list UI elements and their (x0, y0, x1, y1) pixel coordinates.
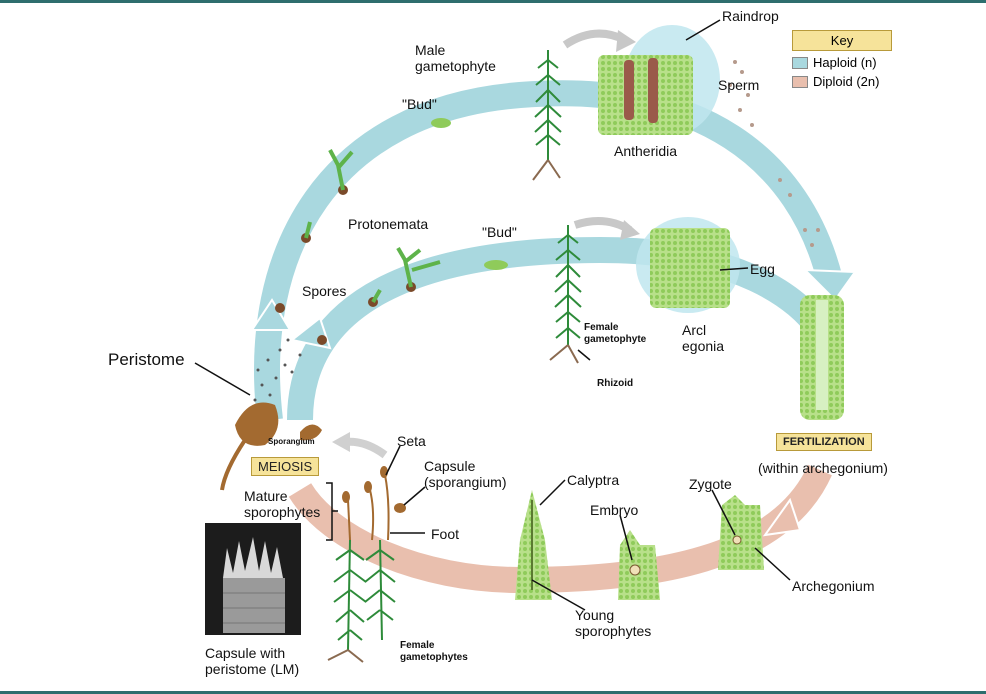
label-female-gametophyte: Female gametophyte (584, 322, 647, 345)
label-embryo: Embryo (590, 502, 639, 518)
sperm-particles (728, 60, 820, 247)
label-archegonium: Archegonium (792, 578, 875, 594)
mature-sporophytes (342, 466, 406, 541)
female-gametophyte-plant (549, 225, 582, 364)
sporangium-capsule (300, 424, 322, 441)
label-within-archegonium: (within archegonium) (758, 460, 888, 476)
label-young-sporophytes: Young sporophytes (575, 607, 652, 639)
grey-arrow-low-head (332, 432, 350, 452)
label-male-gametophyte: Male gametophyte (415, 42, 496, 74)
diploid-swatch (792, 75, 808, 88)
label-seta: Seta (397, 433, 426, 449)
label-protonemata: Protonemata (348, 216, 429, 232)
label-capsule-with-peristome: Capsule with peristome (LM) (205, 645, 300, 677)
key-legend: Key Haploid (n) Diploid (2n) (792, 30, 892, 89)
spore-cloud (253, 338, 302, 412)
label-bud-top: "Bud" (402, 96, 437, 112)
embryo-archegonium (618, 530, 660, 600)
label-raindrop: Raindrop (722, 8, 779, 24)
label-meiosis: MEIOSIS (251, 457, 320, 476)
label-antheridia: Antheridia (614, 143, 678, 159)
label-peristome: Peristome (108, 350, 185, 369)
key-diploid-label: Diploid (2n) (813, 74, 880, 89)
leader-lines (194, 19, 791, 611)
antheridia-cluster (598, 55, 693, 135)
archegonia-cluster (650, 228, 730, 308)
grey-arrow-mid (573, 217, 633, 234)
label-rhizoid: Rhizoid (597, 378, 634, 389)
grey-arrow-low (344, 437, 388, 459)
label-sperm: Sperm (718, 77, 760, 93)
female-gametophytes-plants (327, 539, 396, 663)
male-gametophyte-plant (532, 50, 562, 181)
outer-haploid-arrow (254, 80, 843, 422)
bottom-border (0, 691, 986, 694)
haploid-swatch (792, 56, 808, 69)
spore-arrowhead-left (250, 298, 292, 331)
label-egg: Egg (750, 261, 775, 277)
grey-arrow-mid-head (620, 220, 640, 240)
calyptra-archegonium (515, 490, 552, 600)
top-border (0, 0, 986, 3)
label-sporangium: Sporangium (268, 437, 315, 446)
label-spores: Spores (302, 283, 347, 299)
label-female-gametophytes: Female gametophytes (400, 640, 468, 663)
key-title: Key (792, 30, 892, 51)
diploid-arrowhead (762, 497, 802, 537)
key-haploid-label: Haploid (n) (813, 55, 877, 70)
protonemata (304, 149, 441, 304)
label-mature-sporophytes: Mature sporophytes (244, 488, 321, 520)
grey-arrow-top (562, 29, 627, 49)
label-foot: Foot (431, 526, 460, 542)
peristome-micrograph (205, 523, 301, 635)
label-archegonia: Arcl egonia (682, 322, 725, 354)
peristome-capsule (235, 402, 279, 446)
key-diploid-row: Diploid (2n) (792, 74, 892, 89)
label-fertilization: FERTILIZATION (776, 433, 872, 451)
outer-arrowhead (802, 268, 857, 302)
label-capsule: Capsule (sporangium) (424, 458, 507, 490)
label-calyptra: Calyptra (567, 472, 620, 488)
buds (431, 118, 508, 270)
grey-arrow-top-head (616, 30, 636, 52)
label-zygote: Zygote (689, 476, 732, 492)
label-bud-mid: "Bud" (482, 224, 517, 240)
zygote-archegonium (718, 495, 764, 570)
key-haploid-row: Haploid (n) (792, 55, 892, 70)
